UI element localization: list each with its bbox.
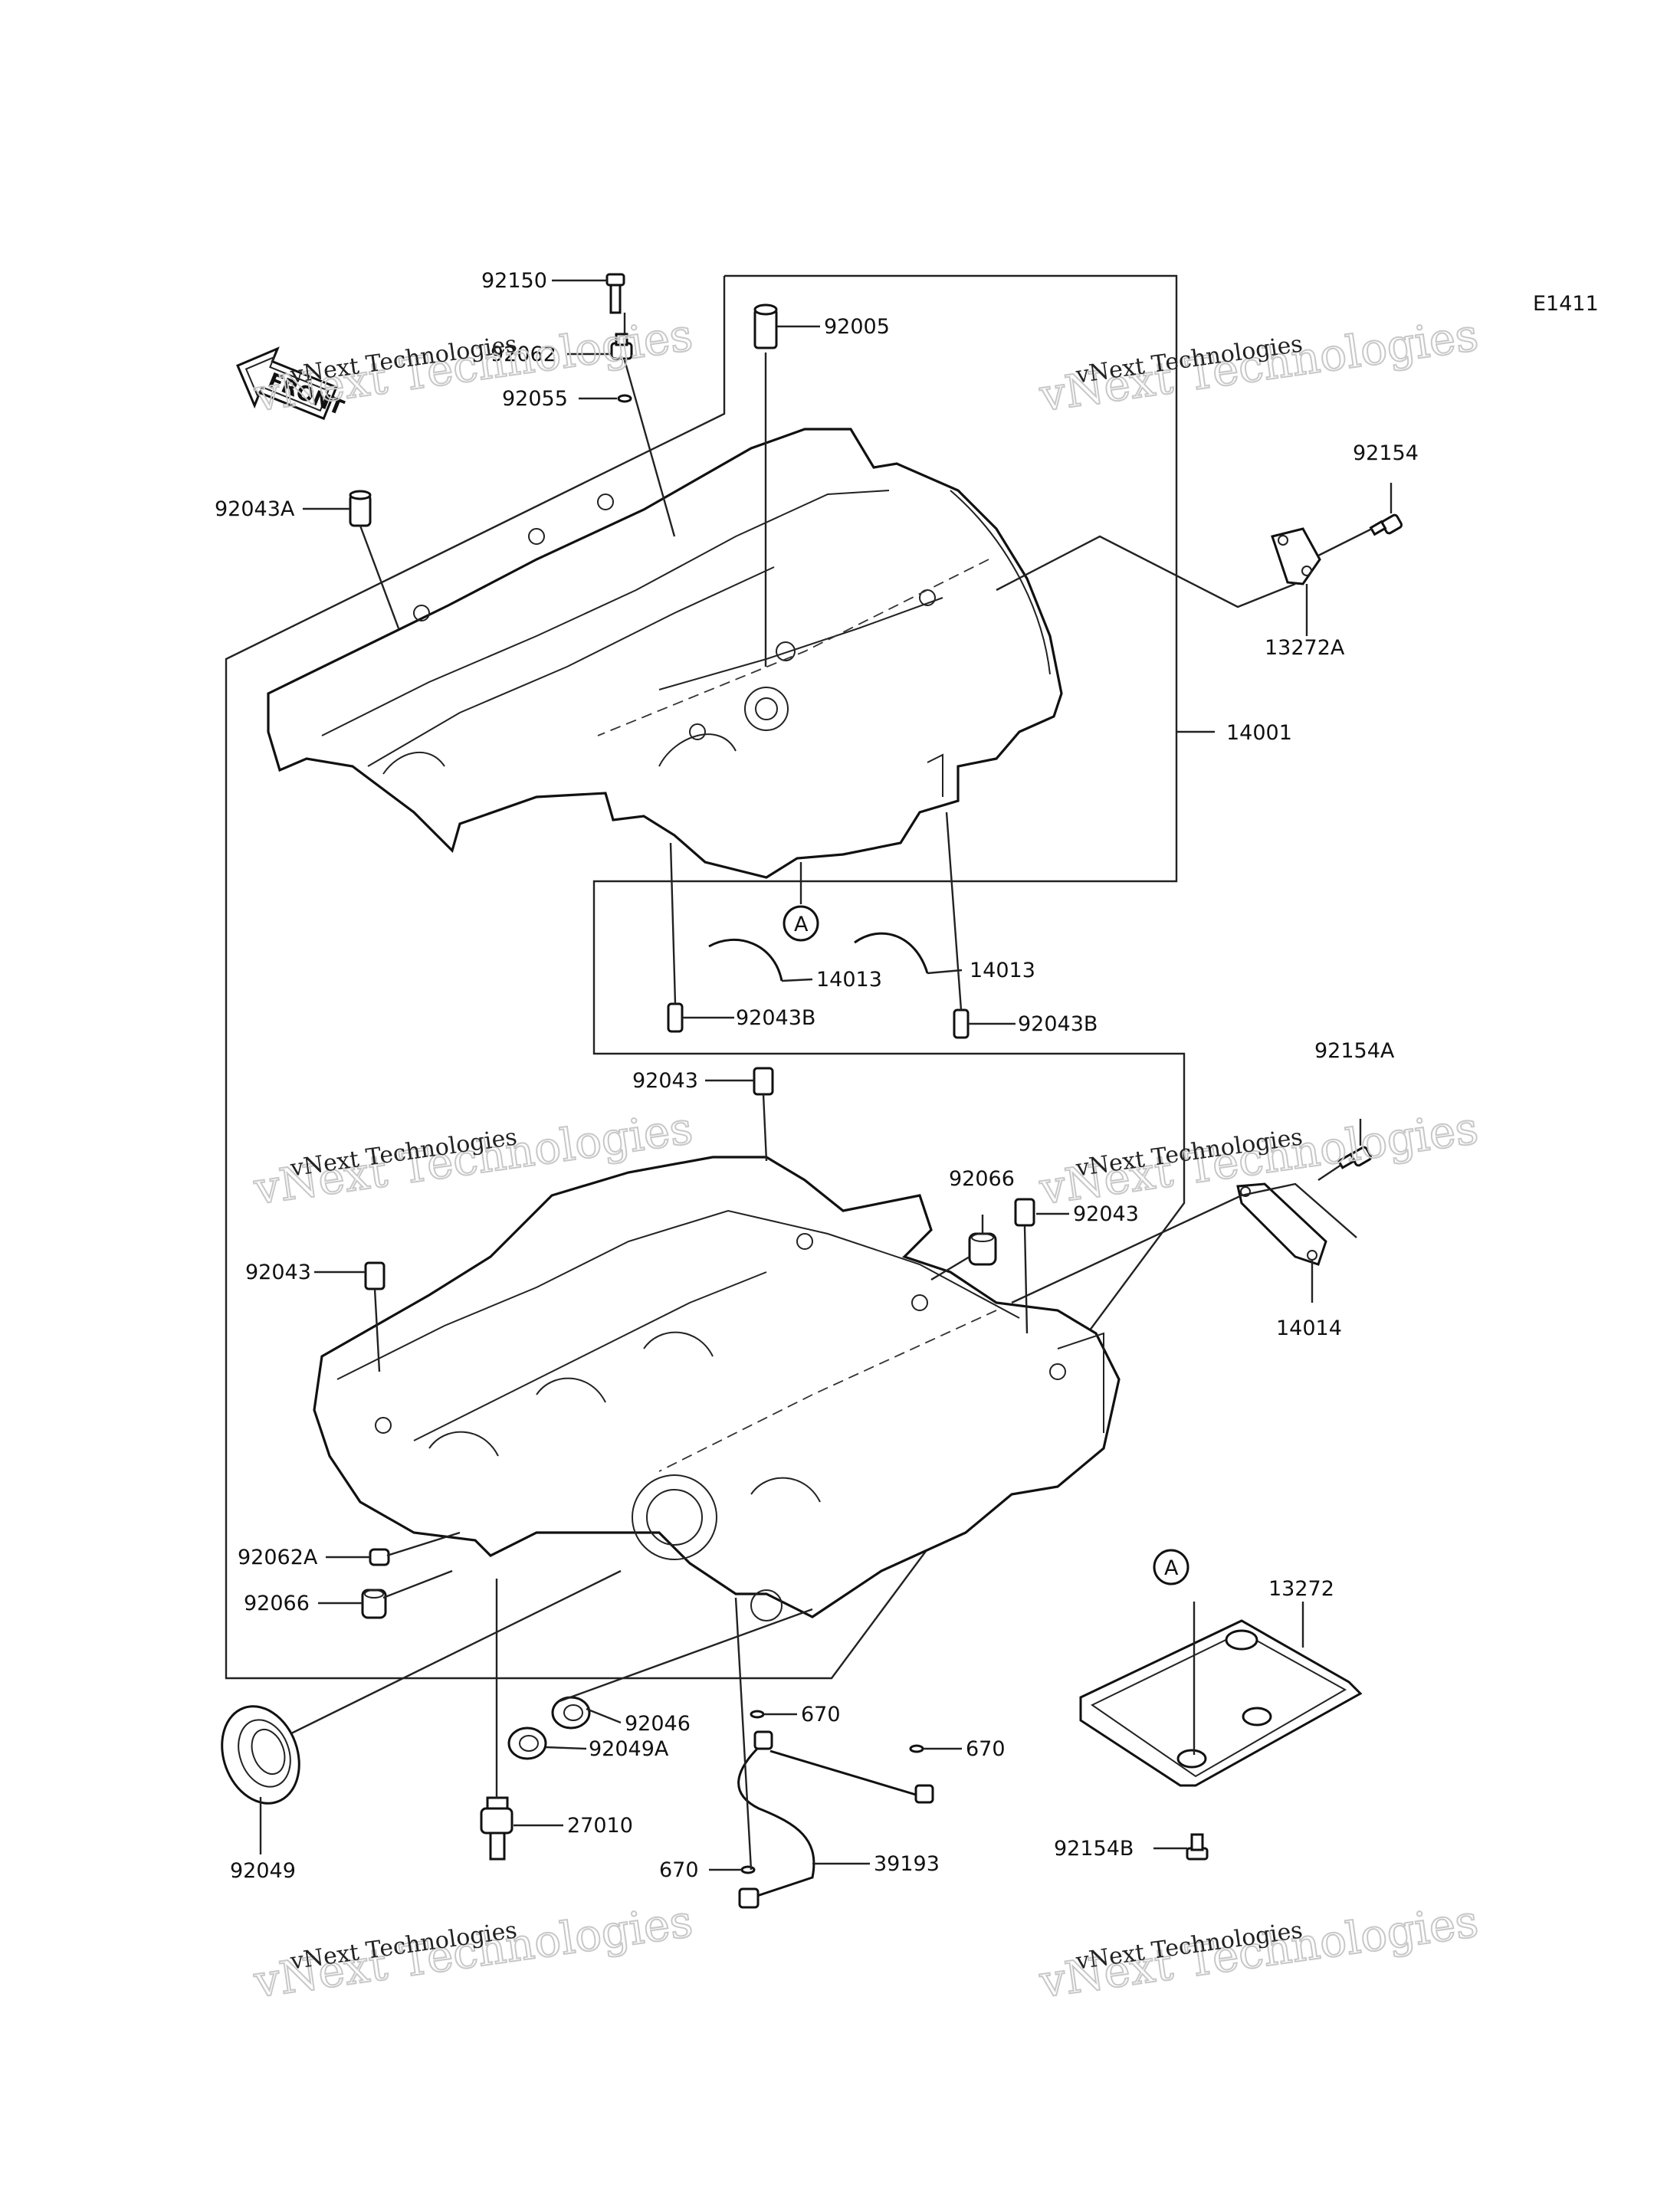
washer-670-b-icon	[909, 1744, 924, 1753]
plug-92066-upper-icon	[968, 1232, 997, 1266]
watermark-6: vNext Technologies vNext Technologies	[1035, 1894, 1482, 2009]
part-label-92154A[interactable]: 92154A	[1314, 1039, 1395, 1063]
watermark-2: vNext Technologies vNext Technologies	[1035, 308, 1482, 423]
lower-crankcase	[313, 1156, 1121, 1622]
part-label-92005[interactable]: 92005	[824, 315, 890, 339]
part-label-92150[interactable]: 92150	[481, 269, 547, 293]
part-label-92043A[interactable]: 92043A	[215, 497, 295, 521]
callout-a-lower-label: A	[1164, 1556, 1179, 1580]
dowel-92043-left-icon	[364, 1261, 386, 1290]
part-label-39193[interactable]: 39193	[874, 1852, 940, 1876]
bearing-14013-left-icon	[708, 939, 783, 982]
part-label-670-b[interactable]: 670	[966, 1737, 1006, 1761]
part-label-14001[interactable]: 14001	[1226, 721, 1292, 745]
bearing-92046-icon	[551, 1696, 591, 1730]
plate-13272A-icon	[1271, 527, 1321, 585]
part-label-92066-lower[interactable]: 92066	[244, 1592, 310, 1615]
part-label-13272A[interactable]: 13272A	[1265, 636, 1345, 660]
cover-13272-icon	[1079, 1619, 1363, 1787]
part-label-92049[interactable]: 92049	[230, 1859, 296, 1883]
part-label-92049A[interactable]: 92049A	[589, 1737, 669, 1761]
bolt-92150-icon	[605, 273, 625, 314]
part-label-92043-top[interactable]: 92043	[632, 1069, 698, 1093]
part-label-92154[interactable]: 92154	[1353, 441, 1419, 465]
upper-crankcase	[267, 428, 1063, 879]
dowel-92043B-left-icon	[667, 1002, 684, 1033]
seal-92049A-icon	[507, 1726, 547, 1760]
part-label-27010[interactable]: 27010	[567, 1814, 633, 1838]
plug-92066-lower-icon	[361, 1589, 387, 1619]
switch-27010-icon	[480, 1796, 514, 1861]
diagram-code: E1411	[1533, 292, 1599, 316]
part-label-92055[interactable]: 92055	[502, 387, 568, 411]
callout-a-upper: A	[783, 905, 819, 942]
part-label-92046[interactable]: 92046	[625, 1712, 691, 1736]
callout-a-lower: A	[1153, 1549, 1189, 1585]
callout-a-upper-label: A	[794, 913, 809, 936]
upper-case-bracket	[225, 274, 1215, 1680]
part-label-92043-left[interactable]: 92043	[245, 1261, 311, 1284]
washer-670-c-icon	[740, 1865, 756, 1874]
watermark-5: vNext Technologies vNext Technologies	[250, 1894, 697, 2009]
part-label-14014[interactable]: 14014	[1276, 1317, 1342, 1340]
bearing-14013-right-icon	[854, 932, 929, 974]
part-label-92043B-left[interactable]: 92043B	[736, 1006, 815, 1030]
part-label-92043B-right[interactable]: 92043B	[1018, 1012, 1098, 1036]
part-label-14013-right[interactable]: 14013	[970, 959, 1035, 982]
part-label-670-a[interactable]: 670	[801, 1703, 841, 1726]
fitting-92062-icon	[610, 333, 633, 360]
part-label-670-c[interactable]: 670	[659, 1858, 699, 1882]
dowel-92043B-right-icon	[953, 1008, 970, 1039]
plug-92005-icon	[753, 303, 778, 349]
bolt-92154-icon	[1369, 513, 1403, 536]
part-labels: 92150 92062 92055 92005 92043A 92154 132…	[215, 269, 1419, 1883]
fitting-92062A-icon	[369, 1548, 390, 1566]
bracket-14014-icon	[1236, 1182, 1327, 1266]
part-label-13272[interactable]: 13272	[1268, 1577, 1334, 1601]
part-label-14013-left[interactable]: 14013	[816, 968, 882, 992]
leader-lines	[259, 279, 1393, 1871]
dowel-92043A-icon	[349, 490, 372, 527]
bolt-92154B-icon	[1186, 1833, 1209, 1861]
pipe-39193-icon	[737, 1730, 934, 1909]
dowel-92043-top-icon	[753, 1067, 774, 1096]
washer-92055-icon	[617, 394, 632, 403]
part-label-92062[interactable]: 92062	[491, 343, 556, 366]
part-label-92062A[interactable]: 92062A	[238, 1546, 318, 1569]
watermark-1: vNext Technologies vNext Technologies	[250, 308, 697, 423]
part-label-92154B[interactable]: 92154B	[1054, 1837, 1134, 1861]
dowel-92043-right-icon	[1014, 1198, 1035, 1227]
washer-670-a-icon	[750, 1710, 765, 1719]
part-label-92066-upper[interactable]: 92066	[949, 1167, 1015, 1191]
part-label-92043-right[interactable]: 92043	[1073, 1202, 1139, 1226]
seal-92049-icon	[221, 1705, 300, 1805]
